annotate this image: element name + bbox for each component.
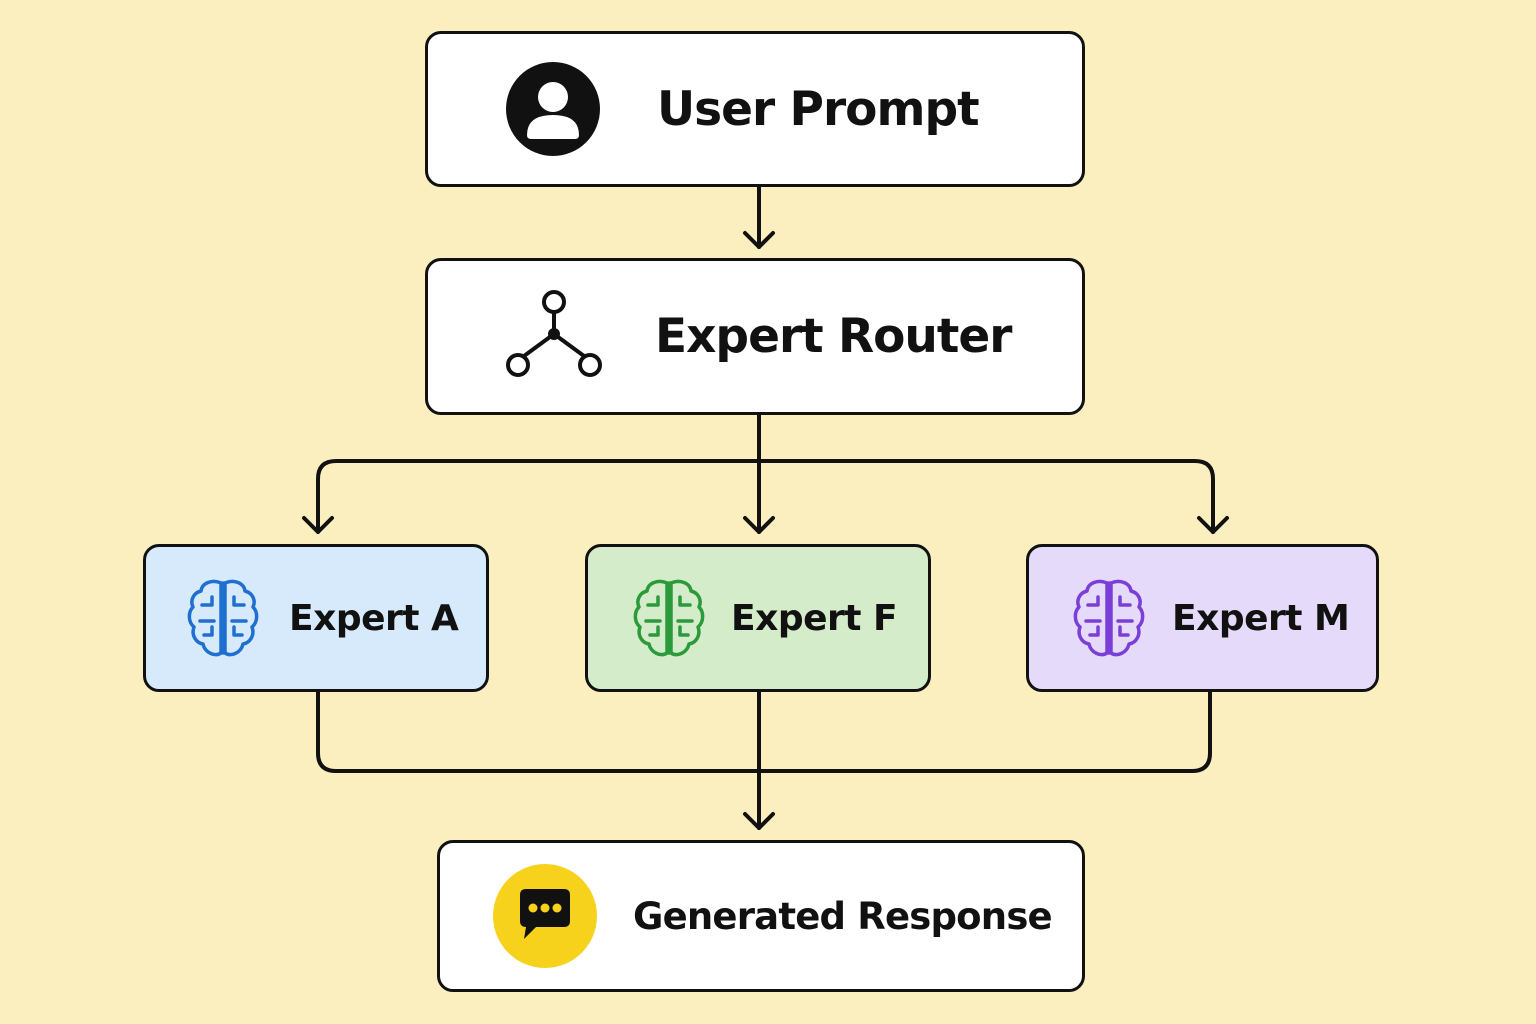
arrowhead-response: [743, 812, 775, 830]
generated-response-node: Generated Response: [437, 840, 1085, 992]
expert-f-label: Expert F: [731, 597, 898, 639]
expert-a-node: Expert A: [143, 544, 489, 692]
expert-m-node: Expert M: [1026, 544, 1379, 692]
expert-f-node: Expert F: [585, 544, 931, 692]
edge-router-to-expert-a: [316, 459, 761, 534]
user-prompt-label: User Prompt: [657, 81, 980, 137]
router-icon: [506, 290, 602, 377]
expert-a-label: Expert A: [289, 597, 459, 639]
expert-router-node: Expert Router: [425, 258, 1085, 415]
edge-router-to-expert-m: [757, 459, 1215, 534]
arrowhead-expert-a: [302, 516, 334, 534]
chat-bubble-icon: [493, 864, 597, 968]
edge-expert-a-to-merge: [316, 690, 761, 773]
user-prompt-node: User Prompt: [425, 31, 1085, 187]
user-icon: [506, 62, 600, 156]
brain-icon: [187, 579, 259, 657]
edge-expert-m-to-merge: [757, 690, 1212, 773]
arrowhead-expert-f: [743, 516, 775, 534]
brain-icon: [633, 579, 705, 657]
expert-m-label: Expert M: [1172, 597, 1350, 639]
arrowhead-router: [743, 231, 775, 249]
expert-router-label: Expert Router: [655, 309, 1012, 364]
generated-response-label: Generated Response: [633, 894, 1053, 938]
arrowhead-expert-m: [1197, 516, 1229, 534]
brain-icon: [1073, 579, 1145, 657]
